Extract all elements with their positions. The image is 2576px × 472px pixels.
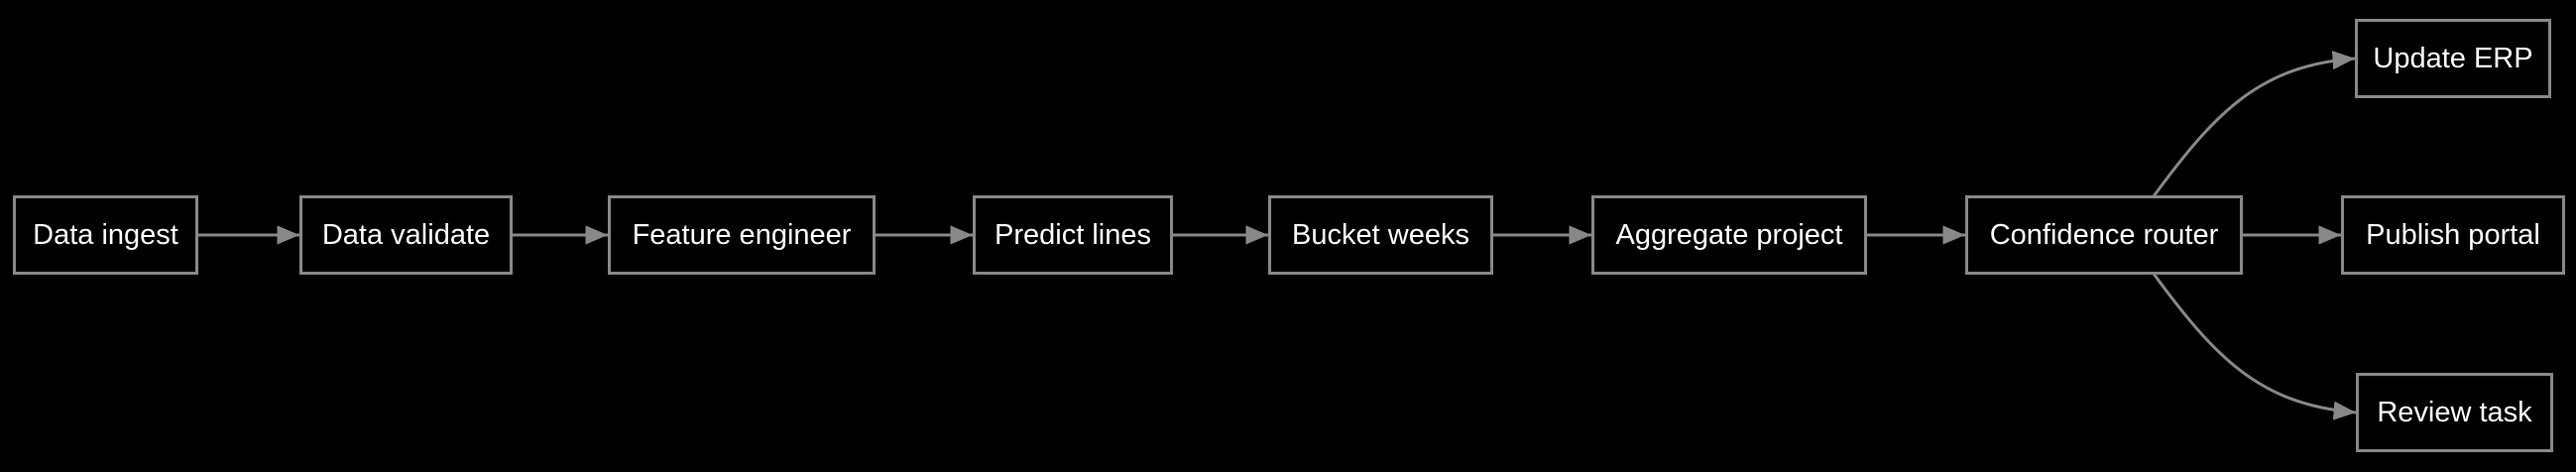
node-label: Bucket weeks <box>1292 218 1469 251</box>
node-feature-engineer: Feature engineer <box>608 195 876 275</box>
node-data-ingest: Data ingest <box>13 195 198 275</box>
node-label: Aggregate project <box>1615 218 1843 251</box>
node-predict-lines: Predict lines <box>973 195 1173 275</box>
node-data-validate: Data validate <box>299 195 513 275</box>
node-update-erp: Update ERP <box>2355 19 2551 98</box>
node-publish-portal: Publish portal <box>2341 195 2565 275</box>
edge-router-to-review <box>2152 273 2357 420</box>
node-review-task: Review task <box>2356 373 2553 452</box>
node-label: Confidence router <box>1989 218 2219 251</box>
node-bucket-weeks: Bucket weeks <box>1268 195 1493 275</box>
node-label: Update ERP <box>2373 42 2533 74</box>
node-label: Feature engineer <box>632 218 852 251</box>
node-confidence-router: Confidence router <box>1965 195 2243 275</box>
node-aggregate-project: Aggregate project <box>1591 195 1867 275</box>
edge-router-to-erp <box>2152 51 2356 197</box>
node-label: Data ingest <box>33 218 178 251</box>
node-label: Publish portal <box>2366 218 2540 251</box>
node-label: Predict lines <box>995 218 1151 251</box>
node-label: Review task <box>2377 396 2532 428</box>
node-label: Data validate <box>321 218 491 251</box>
